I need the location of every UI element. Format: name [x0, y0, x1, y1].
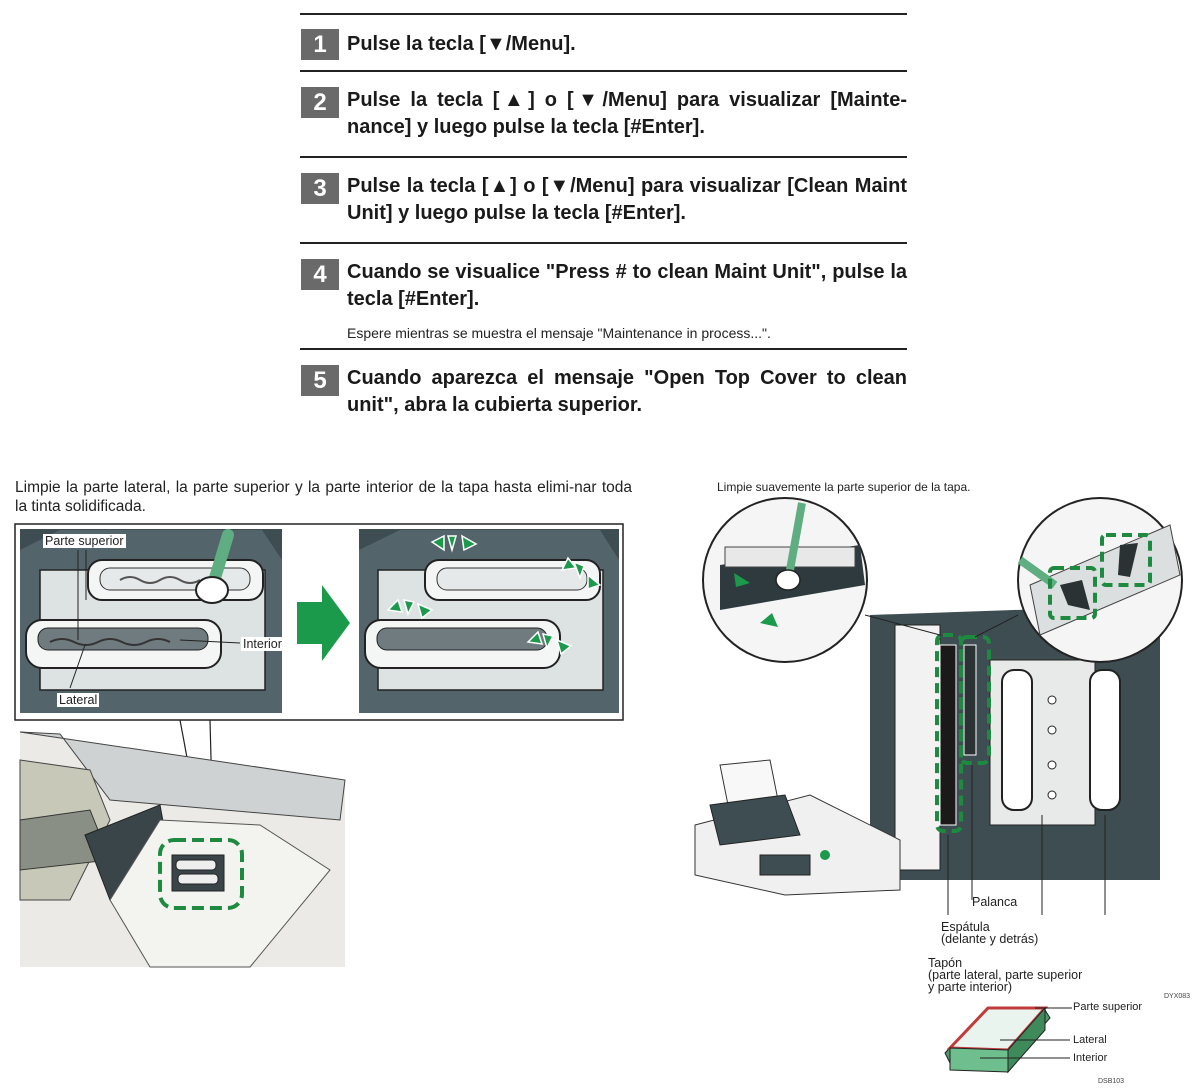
- detail-code: DSB103: [1098, 1078, 1125, 1085]
- label-cap-sub: y parte interior): [928, 980, 1013, 994]
- step-3: 3 Pulse la tecla [▲] o [▼/Menu] para vis…: [300, 173, 907, 233]
- step-note: Espere mientras se muestra el mensaje "M…: [347, 325, 771, 341]
- step-2: 2 Pulse la tecla [▲] o [▼/Menu] para vis…: [300, 87, 907, 147]
- label-lateral: Lateral: [57, 693, 100, 707]
- step-text: Pulse la tecla [▲] o [▼/Menu] para visua…: [347, 175, 907, 224]
- divider: [300, 70, 907, 72]
- detail-label-interior: Interior: [1073, 1052, 1108, 1064]
- step-text: Pulse la tecla [▼/Menu].: [347, 33, 576, 55]
- step-5: 5 Cuando aparezca el mensaje "Open Top C…: [300, 365, 907, 425]
- step-text: Cuando se visualice "Press # to clean Ma…: [347, 261, 907, 310]
- step-number: 3: [301, 173, 339, 204]
- step-1: 1 Pulse la tecla [▼/Menu].: [300, 29, 907, 63]
- label-lever: Palanca: [972, 895, 1018, 909]
- label-cap-sub: (parte lateral, parte superior: [928, 968, 1083, 982]
- step-text: Pulse la tecla [▲] o [▼/Menu] para visua…: [347, 89, 907, 138]
- divider: [300, 13, 907, 15]
- label-spatula: Espátula: [941, 920, 990, 934]
- step-number: 1: [301, 29, 339, 60]
- step-number: 2: [301, 87, 339, 118]
- detail-label-lateral: Lateral: [1073, 1034, 1107, 1046]
- label-top: Parte superior: [43, 534, 126, 548]
- divider: [300, 348, 907, 350]
- step-4: 4 Cuando se visualice "Press # to clean …: [300, 259, 907, 344]
- cap-cleaning-illustration: [14, 523, 624, 968]
- label-interior: Interior: [241, 637, 284, 651]
- maintenance-unit-illustration: [694, 497, 1183, 915]
- cap-detail-illustration: [944, 1006, 1072, 1074]
- detail-label-top: Parte superior: [1073, 1001, 1143, 1013]
- step-number: 5: [301, 365, 339, 396]
- left-figure-caption: Limpie la parte lateral, la parte superi…: [15, 479, 632, 515]
- label-spatula-sub: (delante y detrás): [941, 932, 1039, 946]
- step-text: Cuando aparezca el mensaje "Open Top Cov…: [347, 367, 907, 416]
- right-figure-caption: Limpie suavemente la parte superior de l…: [717, 480, 971, 494]
- figure-code: DYX083: [1164, 993, 1191, 1000]
- label-cap: Tapón: [928, 956, 963, 970]
- divider: [300, 156, 907, 158]
- step-number: 4: [301, 259, 339, 290]
- divider: [300, 242, 907, 244]
